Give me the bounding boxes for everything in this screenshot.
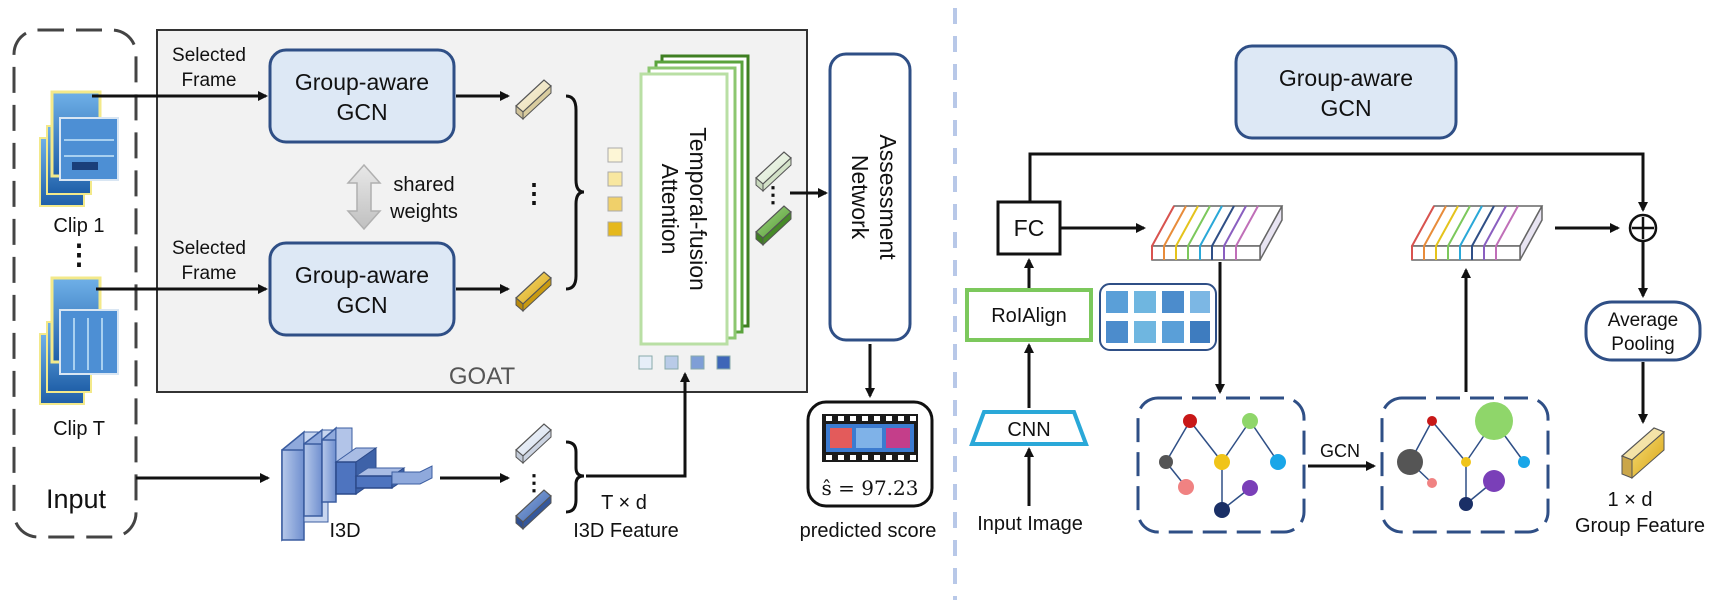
tfa-output-feature-top [755,151,792,193]
film-strip-icon [822,414,918,462]
graph-1-nodes [1159,413,1286,518]
i3d-feature-vdots: ⋮ [523,470,545,495]
input-image-label: Input Image [977,513,1083,535]
right-gcn-title-box [1234,44,1458,140]
assessment-label-l1: Assessment [875,134,901,260]
predicted-score-formula: ŝ = 97.23 [822,476,919,500]
clipT-label: Clip T [53,418,105,440]
i3d-feature-bar-bottom [515,489,552,531]
clip1-label: Clip 1 [53,215,104,237]
group-feature-bar [1620,427,1666,480]
assessment-label-l2: Network [847,155,873,240]
brace-gcn-features [565,94,585,291]
clipT-frames [39,276,119,405]
i3d-feature-label: I3D Feature [573,520,679,542]
selected-frame-top-l2: Frame [182,70,237,91]
roi-crops-panel [1099,283,1217,351]
selected-frame-bottom-l2: Frame [182,263,237,284]
roi-crop-thumbnails [1106,291,1210,343]
gcn-top-label-l1: Group-aware [295,69,429,95]
temporal-weight-squares [607,147,623,237]
right-gcn-title-l2: GCN [1320,95,1371,121]
selected-frame-top-l1: Selected [172,45,246,66]
cnn-label: CNN [1007,419,1050,441]
tfa-output-feature-bottom [755,205,792,247]
shared-label: shared [393,174,454,196]
goat-label: GOAT [449,363,516,390]
weights-label: weights [389,201,458,223]
txd-label: T × d [601,492,647,514]
tfa-label-l2: Attention [657,164,683,255]
one-x-d-label: 1 × d [1607,489,1652,511]
i3d-label: I3D [329,520,360,542]
gcn-box-top [268,48,456,144]
feature-vdots: ⋮ [521,178,547,208]
tfa-output-vdots: ⋮ [762,182,784,207]
tfa-label-l1: Temporal-fusion [685,127,711,291]
node-feature-matrix-1 [1150,205,1284,261]
selected-frame-bottom-l1: Selected [172,238,246,259]
avgpool-label-l1: Average [1608,310,1678,331]
roialign-label: RoIAlign [991,305,1067,327]
group-feature-label: Group Feature [1575,515,1705,537]
assessment-network-box [828,52,912,342]
arrow-i3d-to-goat [586,372,690,478]
avgpool-label-l2: Pooling [1611,334,1674,355]
roialign-box [965,288,1093,342]
feature-bar-bottom [515,271,552,313]
gcn-arrow-label: GCN [1320,441,1360,461]
clip1-frames [39,90,119,207]
right-gcn-title-l1: Group-aware [1279,65,1413,91]
temporal-fusion-attention-block [639,54,750,346]
fc-box [996,200,1062,256]
i3d-weight-squares [638,355,731,370]
skip-connection-line [1028,152,1648,212]
graph-2-nodes [1397,402,1530,511]
gcn-box-bottom [268,241,456,337]
gcn-bottom-label-l2: GCN [336,292,387,318]
gcn-top-label-l2: GCN [336,99,387,125]
i3d-feature-bar-top [515,423,552,465]
gcn-bottom-label-l1: Group-aware [295,262,429,288]
cnn-box [969,410,1089,446]
average-pooling-box [1584,300,1702,362]
clip-vdots: ⋮ [65,239,93,270]
feature-bar-top [515,79,552,121]
node-feature-matrix-2 [1410,205,1544,261]
i3d-network-icon [281,426,433,542]
input-label: Input [46,484,107,514]
shared-weights-arrow [346,163,382,231]
fc-label: FC [1014,215,1045,241]
predicted-score-label: predicted score [800,520,937,542]
brace-i3d-features [565,440,585,514]
